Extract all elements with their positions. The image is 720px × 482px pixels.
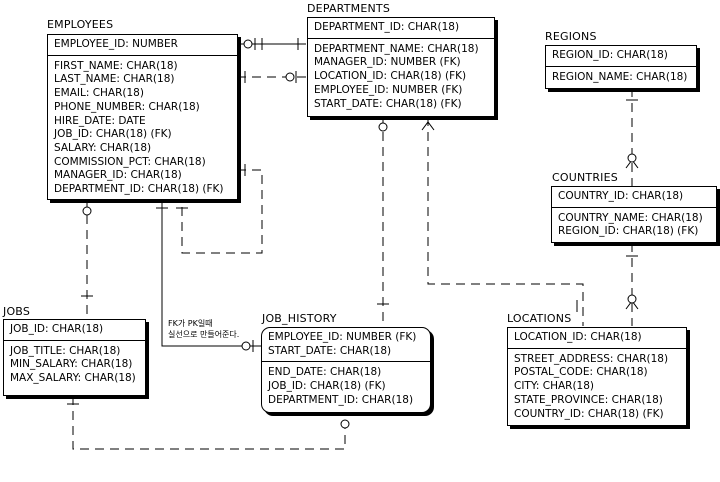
regions-attributes: REGION_NAME: CHAR(18) [546, 67, 696, 87]
locations-pk-attr: LOCATION_ID: CHAR(18) [514, 331, 642, 343]
employees-attr: JOB_ID: CHAR(18) (FK) [54, 128, 172, 141]
countries-attr: COUNTRY_NAME: CHAR(18) [558, 211, 703, 224]
locations-title: LOCATIONS [507, 312, 572, 325]
regions-entity[interactable]: REGION_ID: CHAR(18) REGION_NAME: CHAR(18… [545, 45, 697, 89]
jobs-pk-attr: JOB_ID: CHAR(18) [10, 323, 104, 335]
regions-pk-attr: REGION_ID: CHAR(18) [552, 49, 668, 61]
departments-attr: LOCATION_ID: CHAR(18) (FK) [314, 70, 467, 83]
departments-attr: MANAGER_ID: NUMBER (FK) [314, 56, 461, 69]
jobs-attr: JOB_TITLE: CHAR(18) [10, 344, 121, 357]
employees-attributes: FIRST_NAME: CHAR(18) LAST_NAME: CHAR(18)… [48, 56, 237, 199]
job-history-attr: DEPARTMENT_ID: CHAR(18) [268, 393, 414, 406]
countries-entity[interactable]: COUNTRY_ID: CHAR(18) COUNTRY_NAME: CHAR(… [551, 186, 717, 243]
departments-title: DEPARTMENTS [307, 2, 391, 15]
countries-attributes: COUNTRY_NAME: CHAR(18) REGION_ID: CHAR(1… [552, 208, 716, 241]
departments-attr: EMPLOYEE_ID: NUMBER (FK) [314, 83, 463, 96]
departments-primary-key: DEPARTMENT_ID: CHAR(18) [308, 18, 494, 39]
employees-primary-key: EMPLOYEE_ID: NUMBER [48, 35, 237, 56]
regions-attr: REGION_NAME: CHAR(18) [552, 70, 688, 83]
employees-attr: MANAGER_ID: CHAR(18) [54, 169, 182, 182]
employees-attr: HIRE_DATE: DATE [54, 114, 146, 127]
employees-attr: FIRST_NAME: CHAR(18) [54, 59, 178, 72]
departments-attr: DEPARTMENT_NAME: CHAR(18) [314, 42, 479, 55]
jobs-attributes: JOB_TITLE: CHAR(18) MIN_SALARY: CHAR(18)… [4, 341, 145, 388]
note-line-2: 실선으로 만들어준다. [168, 330, 240, 339]
jobs-primary-key: JOB_ID: CHAR(18) [4, 320, 145, 341]
employees-attr: PHONE_NUMBER: CHAR(18) [54, 100, 200, 113]
job-history-pk-attr: START_DATE: CHAR(18) [268, 344, 392, 357]
job-history-attributes: END_DATE: CHAR(18) JOB_ID: CHAR(18) (FK)… [262, 362, 430, 409]
job-history-entity[interactable]: EMPLOYEE_ID: NUMBER (FK) START_DATE: CHA… [261, 327, 431, 413]
rel-employees-self [181, 169, 263, 254]
employees-entity[interactable]: EMPLOYEE_ID: NUMBER FIRST_NAME: CHAR(18)… [47, 34, 238, 200]
countries-primary-key: COUNTRY_ID: CHAR(18) [552, 187, 716, 208]
locations-entity[interactable]: LOCATION_ID: CHAR(18) STREET_ADDRESS: CH… [507, 327, 687, 426]
jobs-attr: MIN_SALARY: CHAR(18) [10, 358, 133, 371]
countries-title: COUNTRIES [552, 171, 618, 184]
rel-jobs-jobhistory [72, 396, 346, 450]
employees-attr: SALARY: CHAR(18) [54, 141, 152, 154]
locations-attr: COUNTRY_ID: CHAR(18) (FK) [514, 407, 664, 420]
employees-attr: DEPARTMENT_ID: CHAR(18) (FK) [54, 183, 224, 196]
employees-attr: EMAIL: CHAR(18) [54, 87, 144, 100]
departments-attributes: DEPARTMENT_NAME: CHAR(18) MANAGER_ID: NU… [308, 39, 494, 114]
employees-attr: COMMISSION_PCT: CHAR(18) [54, 155, 206, 168]
job-history-pk-attr: EMPLOYEE_ID: NUMBER (FK) [268, 331, 417, 343]
employees-pk-attr: EMPLOYEE_ID: NUMBER [54, 38, 178, 50]
jobs-title: JOBS [3, 305, 31, 318]
employees-title: EMPLOYEES [47, 18, 114, 31]
job-history-primary-key: EMPLOYEE_ID: NUMBER (FK) START_DATE: CHA… [262, 328, 430, 363]
job-history-attr: END_DATE: CHAR(18) [268, 366, 382, 379]
locations-attr: STATE_PROVINCE: CHAR(18) [514, 393, 663, 406]
fk-pk-note: FK가 PK일때 실선으로 만들어준다. [168, 318, 239, 340]
departments-attr: START_DATE: CHAR(18) (FK) [314, 97, 462, 110]
locations-primary-key: LOCATION_ID: CHAR(18) [508, 328, 686, 349]
jobs-entity[interactable]: JOB_ID: CHAR(18) JOB_TITLE: CHAR(18) MIN… [3, 319, 146, 396]
jobs-attr: MAX_SALARY: CHAR(18) [10, 372, 136, 385]
note-line-1: FK가 PK일때 [168, 319, 213, 328]
rel-employees-jobhistory [161, 200, 262, 347]
job-history-title: JOB_HISTORY [262, 312, 337, 325]
locations-attr: POSTAL_CODE: CHAR(18) [514, 366, 648, 379]
countries-pk-attr: COUNTRY_ID: CHAR(18) [558, 190, 684, 202]
locations-attr: CITY: CHAR(18) [514, 380, 594, 393]
departments-entity[interactable]: DEPARTMENT_ID: CHAR(18) DEPARTMENT_NAME:… [307, 17, 495, 117]
job-history-attr: JOB_ID: CHAR(18) (FK) [268, 380, 386, 393]
regions-primary-key: REGION_ID: CHAR(18) [546, 46, 696, 67]
regions-title: REGIONS [545, 30, 597, 43]
departments-pk-attr: DEPARTMENT_ID: CHAR(18) [314, 21, 460, 33]
employees-attr: LAST_NAME: CHAR(18) [54, 73, 175, 86]
locations-attr: STREET_ADDRESS: CHAR(18) [514, 352, 669, 365]
countries-attr: REGION_ID: CHAR(18) (FK) [558, 225, 699, 238]
rel-departments-locations [427, 117, 584, 326]
locations-attributes: STREET_ADDRESS: CHAR(18) POSTAL_CODE: CH… [508, 349, 686, 424]
